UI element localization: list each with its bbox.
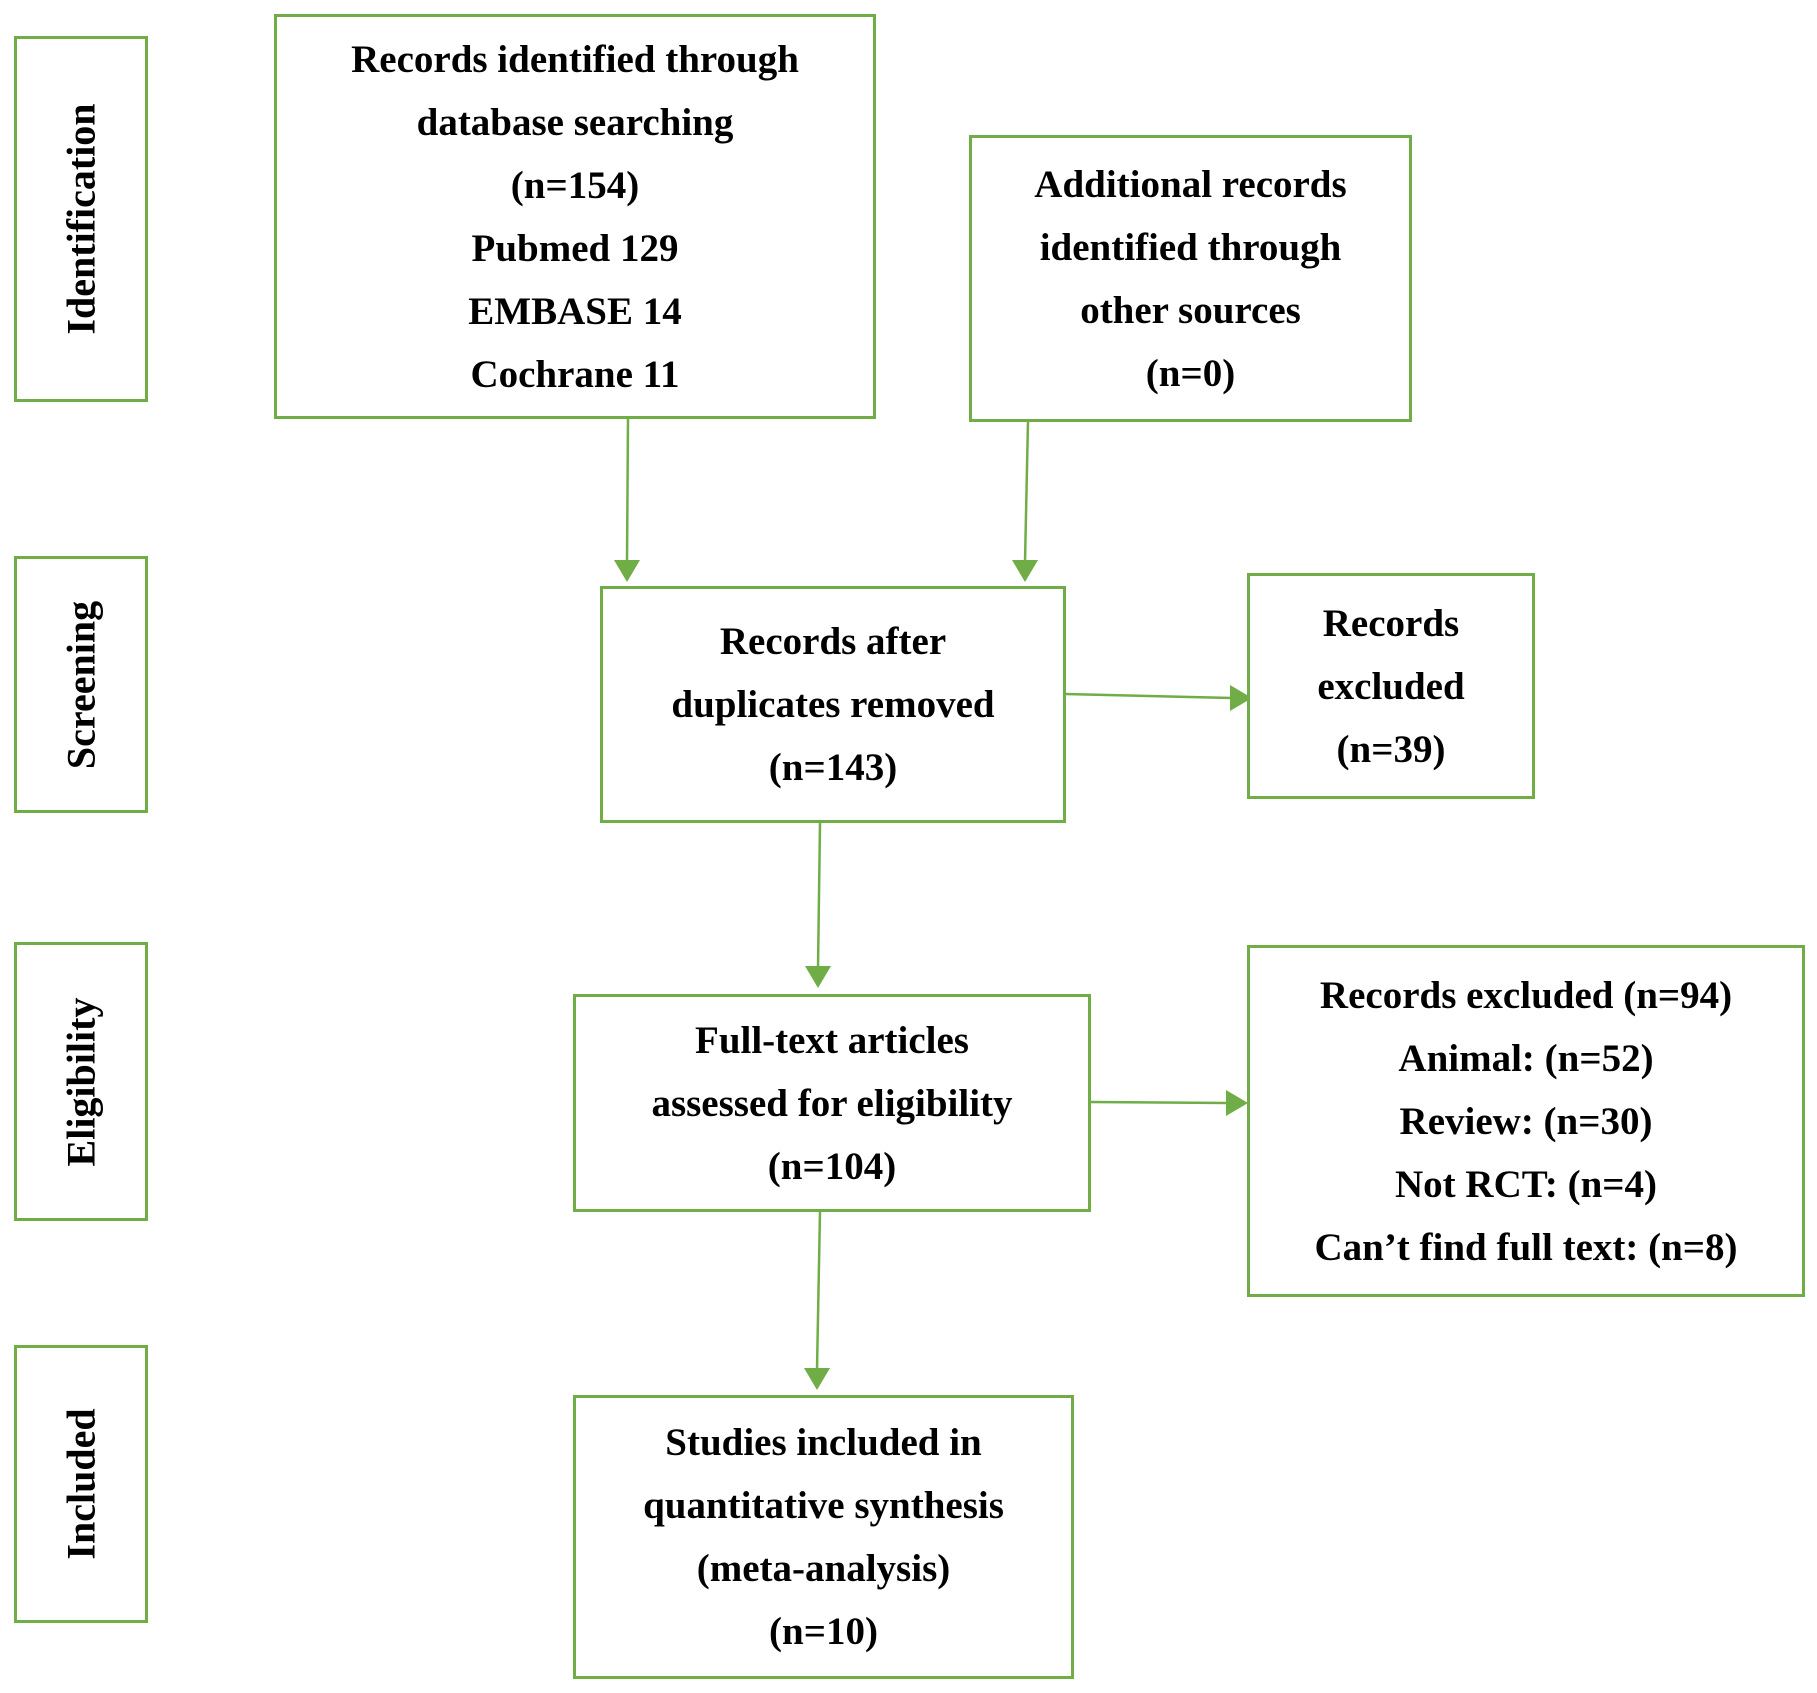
box-line: other sources — [1080, 288, 1301, 332]
box-line: (n=154) — [510, 163, 640, 207]
box-line: (n=39) — [1336, 727, 1446, 771]
stage-included: Included — [14, 1345, 148, 1623]
arrowhead-fulltext-to-included — [804, 1368, 830, 1390]
box-line: EMBASE 14 — [468, 289, 682, 333]
box-line: Cochrane 11 — [470, 352, 680, 396]
arrow-deduplicated-to-fulltext — [816, 822, 822, 969]
box-line: Records identified through — [351, 37, 799, 81]
stage-label: Eligibility — [58, 997, 104, 1166]
arrow-fulltext-to-excluded — [1089, 1100, 1229, 1105]
records-excluded-screening-box: Records excluded (n=39) — [1247, 573, 1535, 799]
box-line: Records after — [719, 620, 947, 663]
box-line: (n=104) — [767, 1144, 897, 1188]
stage-label: Screening — [58, 600, 104, 769]
box-line: Studies included in — [665, 1421, 982, 1464]
box-line: Records excluded (n=94) — [1319, 973, 1733, 1017]
stage-label: Included — [58, 1408, 104, 1560]
box-line: assessed for eligibility — [651, 1081, 1013, 1125]
arrowhead-fulltext-to-excluded — [1226, 1090, 1248, 1116]
box-line: identified through — [1039, 225, 1342, 269]
box-line: (n=0) — [1145, 351, 1236, 395]
box-line: excluded — [1317, 664, 1465, 708]
arrow-other-to-deduplicated — [1023, 420, 1030, 563]
arrowhead-deduplicated-to-excluded — [1230, 685, 1252, 711]
stage-identification: Identification — [14, 36, 148, 402]
other-sources-box: Additional records identified through ot… — [969, 135, 1412, 422]
stage-label: Identification — [58, 103, 104, 335]
arrowhead-deduplicated-to-fulltext — [805, 966, 831, 988]
arrowhead-other-to-deduplicated — [1012, 560, 1038, 582]
stage-screening: Screening — [14, 556, 148, 813]
arrow-database-to-deduplicated — [625, 417, 630, 563]
records-excluded-fulltext-box: Records excluded (n=94) Animal: (n=52) R… — [1247, 945, 1805, 1297]
box-line: Can’t find full text: (n=8) — [1314, 1225, 1738, 1269]
arrowhead-database-to-deduplicated — [614, 560, 640, 582]
stage-eligibility: Eligibility — [14, 942, 148, 1221]
box-line: Pubmed 129 — [471, 226, 679, 270]
fulltext-assessed-box: Full-text articles assessed for eligibil… — [573, 994, 1091, 1212]
box-line: Not RCT: (n=4) — [1395, 1162, 1657, 1206]
box-line: Additional records — [1034, 162, 1347, 206]
arrow-fulltext-to-included — [815, 1210, 822, 1371]
box-line: duplicates removed — [671, 683, 995, 726]
box-line: Animal: (n=52) — [1398, 1036, 1654, 1080]
arrow-deduplicated-to-excluded — [1064, 692, 1233, 700]
box-line: (n=143) — [768, 746, 898, 789]
box-line: database searching — [416, 100, 734, 144]
box-line: Records — [1322, 601, 1460, 645]
box-line: quantitative synthesis — [643, 1484, 1004, 1527]
database-records-box: Records identified through database sear… — [274, 14, 876, 419]
box-line: (n=10) — [769, 1610, 878, 1653]
duplicates-removed-box: Records after duplicates removed (n=143) — [600, 586, 1066, 823]
box-line: (meta-analysis) — [696, 1547, 951, 1590]
studies-included-box: Studies included in quantitative synthes… — [573, 1395, 1074, 1679]
box-line: Full-text articles — [695, 1018, 969, 1062]
box-line: Review: (n=30) — [1399, 1099, 1653, 1143]
